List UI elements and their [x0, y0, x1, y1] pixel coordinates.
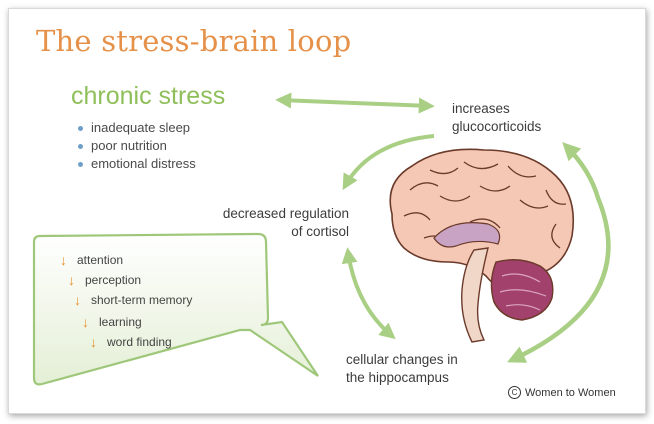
effect-label: learning [99, 315, 142, 329]
cause-label: emotional distress [91, 156, 196, 171]
effect-label: attention [77, 253, 124, 267]
stress-causes-list: inadequate sleep poor nutrition emotiona… [78, 119, 196, 173]
bullet-dot [78, 143, 83, 149]
node-glucocorticoids: increases glucocorticoids [452, 100, 541, 136]
list-item: inadequate sleep [78, 119, 196, 137]
node-cortisol-line2: of cortisol [291, 224, 349, 239]
down-arrow-icon: ↓ [60, 252, 67, 268]
node-hippocampus-line1: cellular changes in [346, 352, 458, 367]
effect-label: word finding [107, 335, 172, 349]
arrow-gluco-to-cortisol [342, 134, 435, 191]
effect-perception: ↓ perception [68, 272, 141, 288]
copyright-credit: C Women to Women [508, 386, 616, 399]
effect-short-term-memory: ↓ short-term memory [74, 292, 192, 308]
effects-bubble [32, 232, 319, 386]
node-cortisol: decreased regulation of cortisol [196, 205, 349, 241]
cause-label: inadequate sleep [91, 120, 191, 135]
brain-illustration [389, 148, 575, 343]
node-cortisol-line1: decreased regulation [222, 206, 349, 221]
node-hippocampus-line2: the hippocampus [346, 370, 449, 385]
down-arrow-icon: ↓ [90, 334, 97, 350]
effect-label: perception [85, 273, 142, 287]
arrow-stress-gluco [275, 92, 435, 114]
bullet-dot [78, 161, 83, 167]
node-glucocorticoids-line2: glucocorticoids [452, 119, 542, 134]
copyright-icon: C [508, 386, 521, 399]
effect-learning: ↓ learning [82, 314, 142, 330]
arrow-hippo-gluco [507, 142, 611, 363]
credit-label: Women to Women [525, 386, 616, 399]
effect-label: short-term memory [91, 293, 193, 307]
list-item: emotional distress [78, 155, 196, 173]
down-arrow-icon: ↓ [82, 314, 89, 330]
down-arrow-icon: ↓ [68, 272, 75, 288]
cause-label: poor nutrition [91, 138, 167, 153]
diagram-title: The stress-brain loop [36, 24, 352, 58]
node-glucocorticoids-line1: increases [452, 101, 510, 116]
effect-word-finding: ↓ word finding [90, 334, 172, 350]
down-arrow-icon: ↓ [74, 292, 81, 308]
bullet-dot [78, 125, 83, 131]
chronic-stress-heading: chronic stress [71, 82, 226, 110]
effect-attention: ↓ attention [60, 252, 123, 268]
node-hippocampus: cellular changes in the hippocampus [346, 351, 458, 387]
arrow-cortisol-hippo [341, 247, 396, 340]
list-item: poor nutrition [78, 137, 196, 155]
